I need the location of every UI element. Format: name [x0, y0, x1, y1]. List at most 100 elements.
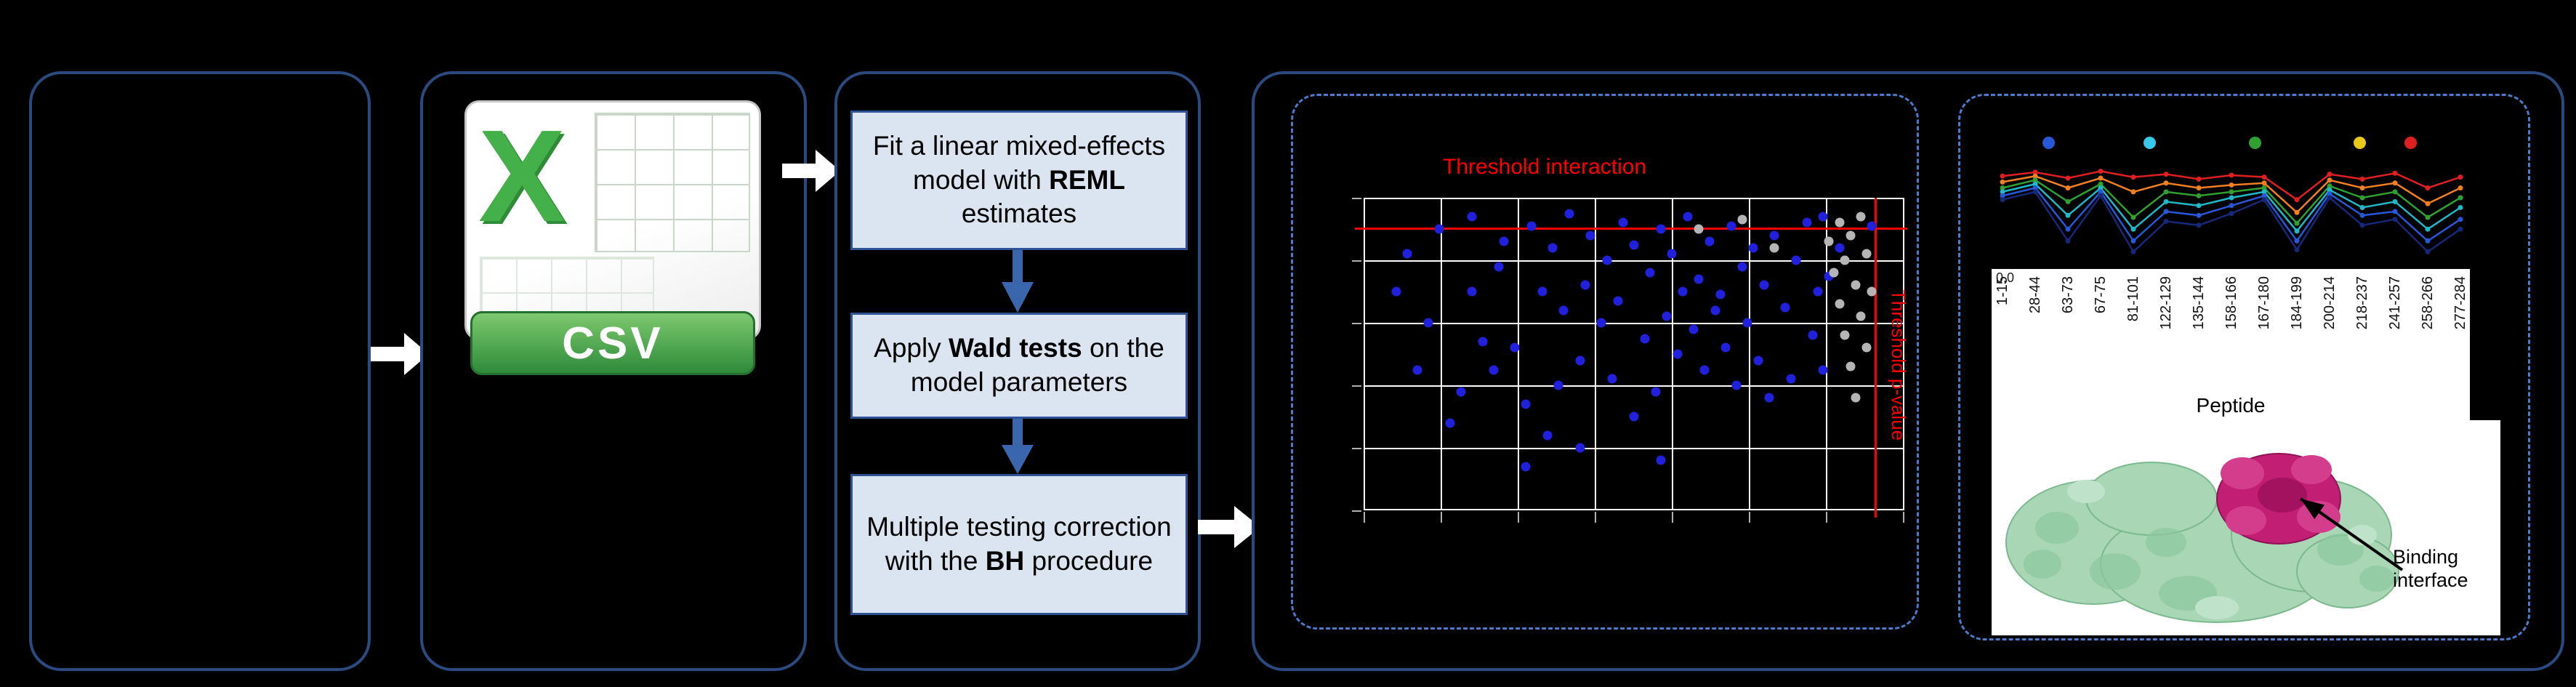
- profile-marker: [2065, 198, 2071, 204]
- significant-point: [1575, 443, 1585, 453]
- profile-subpanel: [1958, 94, 2530, 640]
- profile-marker: [2130, 189, 2136, 195]
- peptide-tick-label: 1-15: [1995, 276, 2011, 306]
- significant-point: [1835, 243, 1845, 253]
- profile-marker: [2294, 209, 2300, 215]
- filtered-point: [1846, 230, 1856, 241]
- profile-marker: [2032, 185, 2038, 190]
- significant-point: [1602, 255, 1612, 265]
- profile-marker: [2392, 180, 2398, 186]
- profile-marker: [2392, 209, 2398, 214]
- profile-marker: [2229, 172, 2234, 178]
- arrow-right-icon: [782, 150, 840, 192]
- profile-marker: [2163, 198, 2169, 204]
- significant-point: [1818, 365, 1828, 374]
- excel-x-logo: X: [478, 103, 566, 249]
- profile-legend: [1992, 137, 2471, 150]
- peptide-tick-label: 277-284: [2452, 276, 2468, 330]
- arrow-right-icon: [1198, 506, 1260, 548]
- significant-point: [1402, 249, 1412, 259]
- significant-point: [1607, 374, 1617, 384]
- profile-marker: [2327, 191, 2333, 197]
- step-fit-model-text: Fit a linear mixed-effects model with RE…: [872, 131, 1166, 229]
- significant-point: [1720, 342, 1731, 353]
- peptide-tick-label: 135-144: [2191, 276, 2207, 330]
- legend-dot: [2042, 137, 2055, 149]
- profile-marker: [2163, 189, 2169, 195]
- csv-page: X: [464, 100, 761, 340]
- profile-marker: [2229, 211, 2234, 217]
- profile-marker: [2196, 203, 2202, 209]
- significant-point: [1667, 249, 1677, 259]
- input-panel: [29, 71, 371, 671]
- profile-marker: [2163, 180, 2169, 186]
- legend-dot: [2404, 137, 2417, 149]
- profile-marker: [2163, 209, 2169, 214]
- peptide-axis-title: Peptide: [2196, 394, 2266, 417]
- step-bh-correction-text: Multiple testing correction with the BH …: [866, 512, 1172, 576]
- significant-point: [1467, 286, 1477, 297]
- profile-marker: [2294, 197, 2300, 203]
- profile-marker: [2000, 193, 2005, 198]
- significant-point: [1759, 280, 1769, 290]
- significant-point: [1489, 365, 1499, 374]
- peptide-tick-label: 81-101: [2125, 276, 2141, 322]
- significant-point: [1748, 243, 1758, 253]
- peptide-tick-label: 218-237: [2354, 276, 2370, 330]
- profile-marker: [2032, 181, 2038, 187]
- significant-point: [1818, 212, 1828, 222]
- step-wald-tests: Apply Wald tests on the model parameters: [850, 313, 1188, 419]
- significant-point: [1662, 311, 1672, 321]
- peptide-profile-chart: [2000, 169, 2463, 254]
- profile-marker: [2000, 179, 2005, 185]
- filtered-point: [1856, 311, 1866, 321]
- significant-point: [1769, 230, 1779, 241]
- significant-point: [1867, 221, 1877, 231]
- significant-point: [1521, 399, 1531, 409]
- significant-point: [1731, 380, 1742, 390]
- profile-marker: [2000, 197, 2005, 203]
- profile-marker: [2359, 176, 2365, 182]
- significant-point: [1813, 286, 1823, 297]
- volcano-plot: [1355, 198, 1907, 518]
- significant-point: [1412, 365, 1422, 374]
- volcano-subpanel: [1291, 94, 1919, 630]
- profile-marker: [2098, 169, 2104, 174]
- significant-point: [1780, 302, 1790, 312]
- filtered-point: [1861, 342, 1872, 353]
- profile-marker: [2261, 180, 2267, 186]
- profile-marker: [2229, 195, 2234, 201]
- significant-point: [1802, 217, 1812, 228]
- protein-structure: [2005, 453, 2399, 623]
- profile-marker: [2130, 174, 2136, 180]
- threshold-pvalue-label: Threshold p-value: [1888, 289, 1909, 441]
- profile-marker: [2098, 175, 2104, 181]
- profile-marker: [2327, 183, 2333, 189]
- y-axis-ticks: [1352, 198, 1361, 512]
- significant-point: [1640, 334, 1650, 343]
- profile-marker: [2065, 175, 2071, 181]
- filtered-point: [1851, 393, 1861, 403]
- profile-marker: [2000, 185, 2005, 190]
- protein-structure-panel: Binding interface: [1992, 420, 2500, 635]
- profile-marker: [2032, 177, 2038, 183]
- peptide-tick-label: 200-214: [2322, 276, 2338, 330]
- filtered-point: [1861, 249, 1872, 259]
- profile-marker: [2458, 185, 2463, 190]
- profile-marker: [2294, 228, 2300, 234]
- profile-marker: [2196, 193, 2202, 198]
- profile-marker: [2392, 170, 2398, 176]
- profile-marker: [2065, 238, 2071, 244]
- profile-marker: [2458, 226, 2463, 232]
- profile-marker: [2425, 238, 2431, 244]
- filtered-point: [1840, 255, 1850, 265]
- profile-marker: [2098, 185, 2104, 190]
- peptide-tick-label: 122-129: [2158, 276, 2174, 330]
- profile-marker: [2458, 174, 2463, 180]
- binding-interface-arrow: [2299, 497, 2404, 571]
- significant-point: [1618, 217, 1628, 228]
- profile-marker: [2294, 220, 2300, 226]
- profile-marker: [2458, 205, 2463, 210]
